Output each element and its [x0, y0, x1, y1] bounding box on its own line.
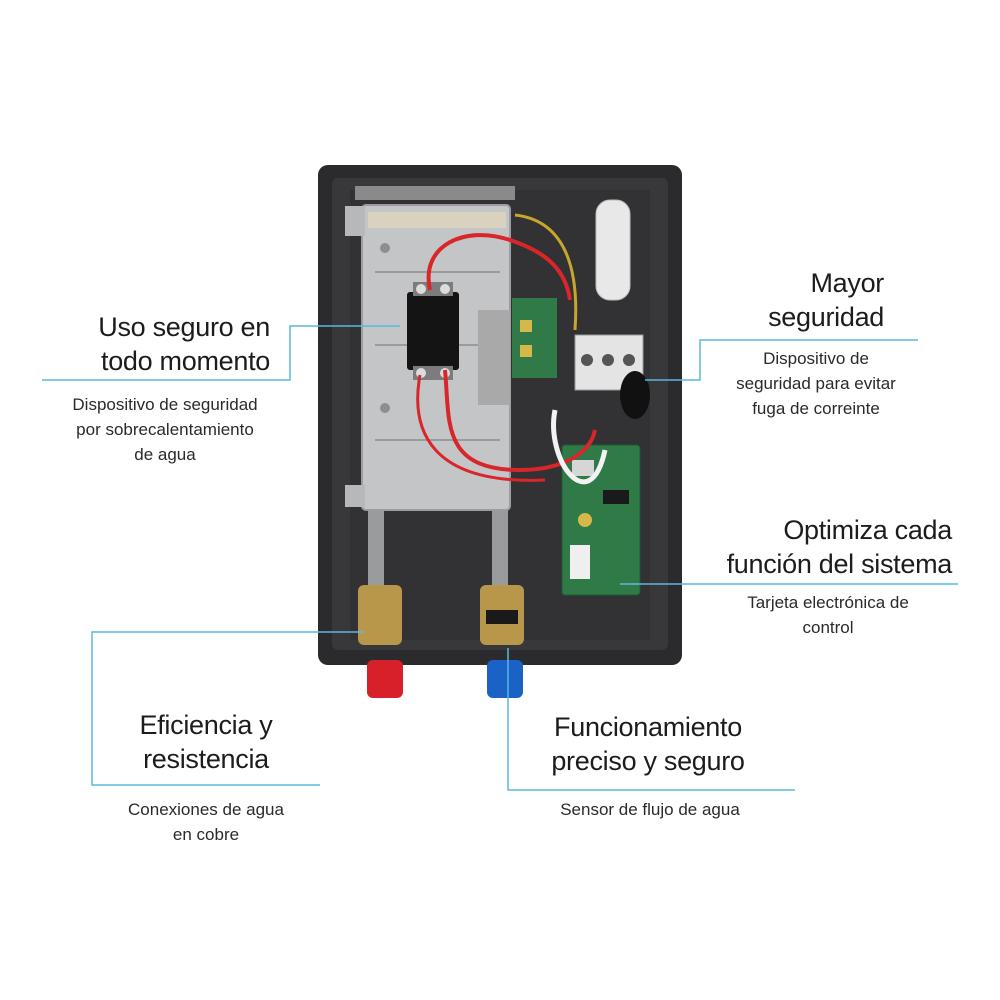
thermostat-block — [407, 292, 459, 370]
callout-desc-flow: Sensor de flujo de agua — [560, 800, 740, 819]
callout-title-flow: Funcionamiento preciso y seguro — [551, 712, 745, 776]
callout-title-leakage: Mayor seguridad — [768, 268, 884, 332]
hot-water-cap — [367, 660, 403, 698]
copper-pipe-hot — [368, 510, 384, 590]
red-wire — [416, 374, 546, 482]
red-wire — [426, 233, 572, 301]
brass-fitting-hot — [358, 585, 402, 645]
callout-desc-copper: Conexiones de agua en cobre — [128, 800, 284, 844]
callout-title-copper: Eficiencia y resistencia — [139, 710, 273, 774]
cold-water-cap — [487, 660, 523, 698]
callout-desc-control: Tarjeta electrónica de control — [747, 593, 909, 637]
callout-line-leakage — [645, 339, 918, 381]
callout-line-overheat — [42, 325, 400, 381]
callout-desc-overheat: Dispositivo de seguridad por sobrecalent… — [72, 395, 258, 464]
callout-desc-leakage: Dispositivo de seguridad para evitar fug… — [736, 349, 896, 418]
callout-line-copper — [91, 631, 365, 786]
callout-line-flow — [507, 648, 795, 791]
power-cable — [595, 199, 631, 301]
copper-pipe-cold — [492, 510, 508, 590]
callout-title-control: Optimiza cada función del sistema — [726, 515, 953, 579]
leakage-sensor-ring — [620, 371, 650, 419]
relay-board — [512, 298, 557, 378]
red-wire — [443, 369, 597, 473]
callout-title-overheat: Uso seguro en todo momento — [98, 312, 270, 376]
